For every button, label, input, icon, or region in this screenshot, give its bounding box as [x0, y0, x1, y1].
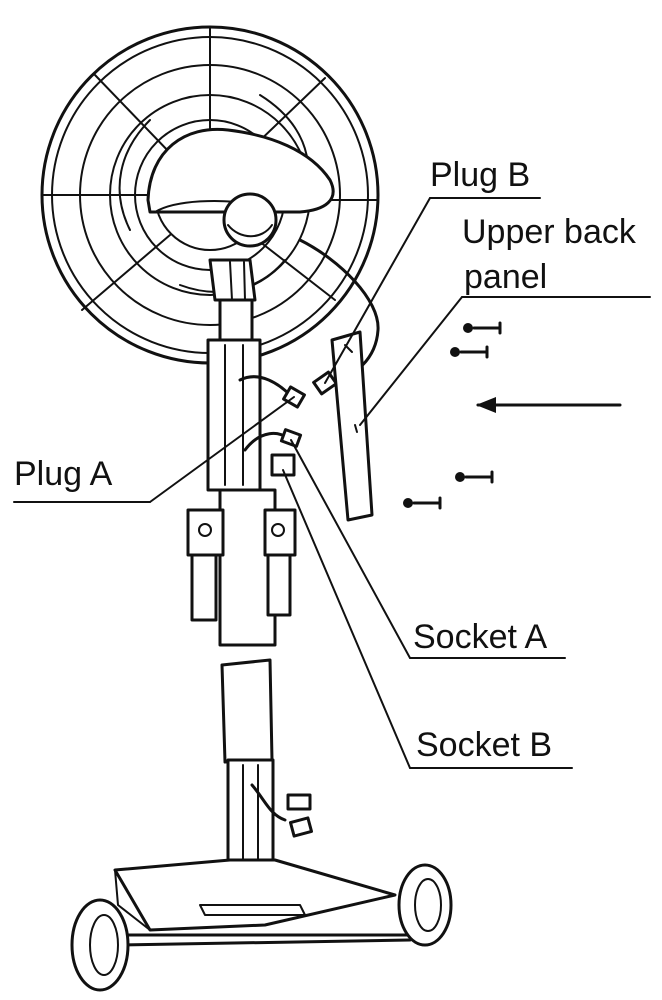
label-upper-back-panel-line1: Upper back — [462, 213, 636, 251]
label-plug-b: Plug B — [430, 156, 531, 194]
base-cart — [113, 858, 412, 947]
socket-b-connector — [270, 453, 296, 477]
motor-housing — [146, 127, 335, 248]
screw-icon — [403, 496, 442, 510]
screw-icon — [463, 321, 502, 335]
assembly-direction-arrow — [476, 397, 622, 413]
screw-icon — [455, 470, 494, 484]
pole-bracket-section — [186, 488, 297, 647]
neck — [208, 258, 257, 347]
label-socket-a: Socket A — [413, 618, 548, 656]
leader-lines — [13, 197, 651, 769]
label-socket-b: Socket B — [416, 726, 553, 764]
label-plug-a: Plug A — [14, 455, 113, 493]
left-wheel — [70, 898, 130, 992]
socket-a-connector — [279, 428, 303, 448]
screw-icon — [450, 345, 489, 359]
upper-pole — [206, 238, 380, 492]
right-wheel — [397, 863, 453, 947]
label-upper-back-panel-line2: panel — [464, 258, 548, 296]
